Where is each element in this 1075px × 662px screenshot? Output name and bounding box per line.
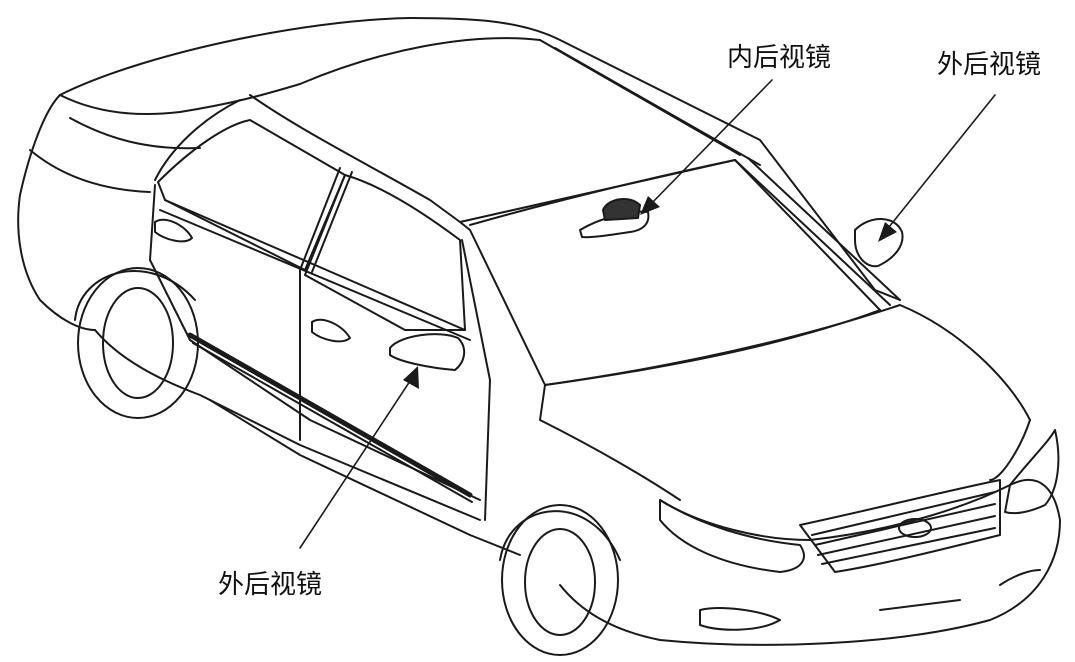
leader-line-inner-mirror (647, 79, 773, 208)
leader-line-outer-right (884, 94, 996, 233)
label-outer-mirror-left: 外后视镜 (218, 570, 323, 600)
outer-mirror-right-shape (854, 218, 904, 268)
inner-mirror-shape (579, 198, 650, 239)
car-body (17, 17, 1061, 646)
doors (149, 119, 491, 521)
label-outer-mirror-right: 外后视镜 (937, 50, 1042, 80)
front-wheel-outer (501, 504, 619, 656)
rear-wheel-inner (102, 287, 174, 399)
arrowhead-outer-left (403, 366, 419, 389)
leader-lines (299, 79, 996, 549)
wheels (74, 267, 621, 656)
arrowhead-inner-mirror (640, 196, 660, 215)
front-wheel-inner (524, 528, 596, 636)
arrowhead-outer-right (878, 222, 897, 242)
outer-mirror-left-shape (389, 333, 466, 371)
label-inner-mirror: 内后视镜 (727, 43, 832, 73)
leader-line-outer-left (299, 377, 413, 549)
rear-wheel-outer (77, 267, 199, 419)
mirrors (389, 198, 904, 371)
